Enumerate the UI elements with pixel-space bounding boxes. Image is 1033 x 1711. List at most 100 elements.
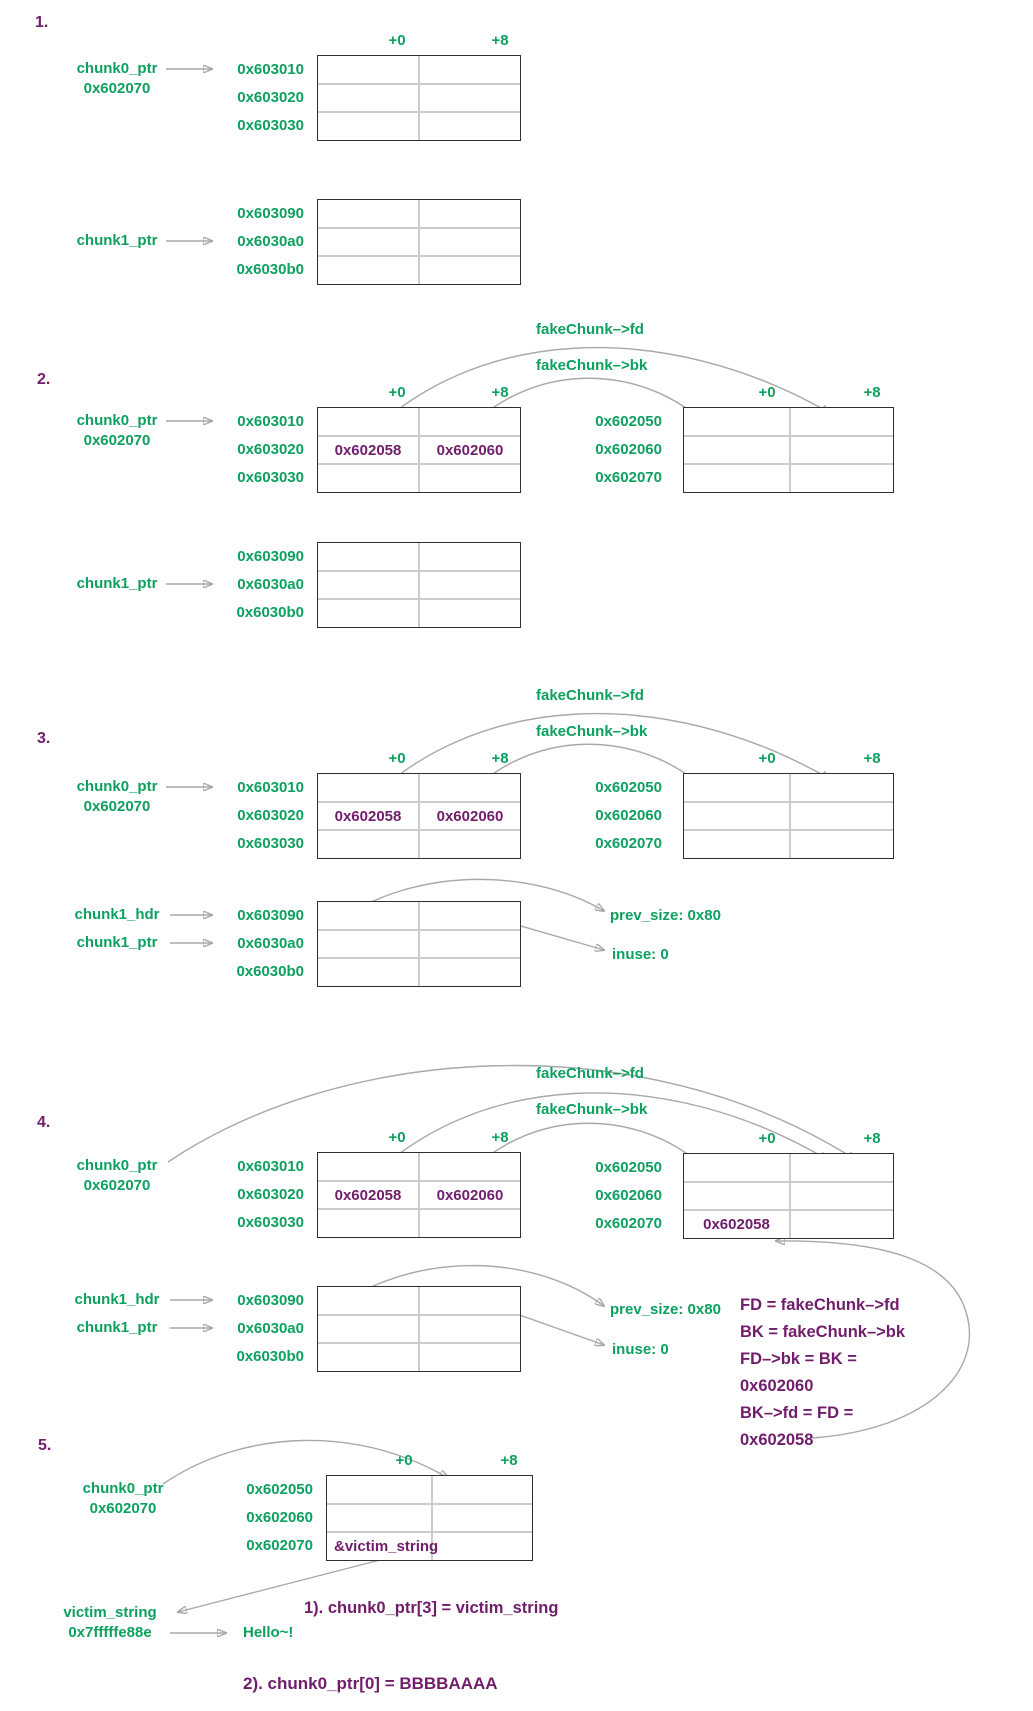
cell-value-fd: 0x602058 — [334, 442, 402, 459]
col-header-plus8: +8 — [491, 384, 509, 401]
cell-value-bk: 0x602060 — [436, 1187, 504, 1204]
address-label: 0x603020 — [237, 1186, 304, 1203]
section5-number: 5. — [38, 1437, 52, 1454]
cell-value-victim-string: &victim_string — [334, 1538, 439, 1555]
address-label: 0x602060 — [595, 441, 662, 458]
row-divider — [318, 435, 520, 437]
pointer-name: chunk0_ptr — [76, 778, 158, 795]
address-label: 0x6030a0 — [237, 576, 304, 593]
s4-fakechunk-bk-label: fakeChunk–>bk — [536, 1101, 648, 1118]
row-divider — [318, 801, 520, 803]
column-divider — [431, 1476, 433, 1560]
s3-inuse-annotation: inuse: 0 — [612, 946, 669, 963]
column-divider — [418, 774, 420, 858]
s4-inuse-annotation: inuse: 0 — [612, 1341, 669, 1358]
row-divider — [318, 463, 520, 465]
row-divider — [684, 1181, 893, 1183]
s4-chunk0-ptr-arc — [167, 1064, 856, 1163]
address-label: 0x603030 — [237, 469, 304, 486]
s2-fakechunk-memory-table: +0 +8 0x602050 0x602060 0x602070 — [595, 384, 894, 493]
unlink-note-line: FD–>bk = BK = — [740, 1350, 857, 1368]
s5-victim-string-label: victim_string 0x7fffffe88e — [45, 1603, 175, 1643]
row-divider — [318, 957, 520, 959]
pointer-address: 0x602070 — [83, 798, 151, 815]
col-header-plus0: +0 — [395, 1452, 413, 1469]
col-header-plus0: +0 — [388, 1129, 406, 1146]
s4-chunk0-memory-table: +0 +8 0x603010 0x603020 0x603030 0x60205… — [237, 1129, 521, 1238]
address-label: 0x603010 — [237, 413, 304, 430]
address-label: 0x6030a0 — [237, 233, 304, 250]
col-header-plus8: +8 — [491, 1129, 509, 1146]
col-header-plus8: +8 — [863, 384, 881, 401]
unlink-note-line: 0x602058 — [740, 1431, 814, 1449]
pointer-name: chunk1_ptr — [76, 1319, 158, 1336]
column-divider — [789, 408, 791, 492]
pointer-name: chunk0_ptr — [76, 412, 158, 429]
s5-step2-annotation: 2). chunk0_ptr[0] = BBBBAAAA — [243, 1674, 498, 1693]
address-label: 0x602060 — [595, 807, 662, 824]
s2-chunk0-pointer-label: chunk0_ptr 0x602070 — [52, 411, 182, 451]
s2-chunk0-memory-table: +0 +8 0x603010 0x603020 0x603030 0x60205… — [237, 384, 521, 493]
s1-chunk1-memory-table: 0x603090 0x6030a0 0x6030b0 — [236, 199, 521, 285]
s3-fakechunk-memory-table: +0 +8 0x602050 0x602060 0x602070 — [595, 750, 894, 859]
row-divider — [318, 1180, 520, 1182]
pointer-address: 0x602070 — [89, 1500, 157, 1517]
address-label: 0x602050 — [595, 1159, 662, 1176]
section4-number: 4. — [37, 1114, 51, 1131]
address-label: 0x602070 — [246, 1537, 313, 1554]
pointer-name: chunk1_hdr — [74, 1291, 160, 1308]
section1-number: 1. — [35, 14, 49, 31]
address-label: 0x6030b0 — [236, 1348, 304, 1365]
address-label: 0x603030 — [237, 1214, 304, 1231]
pointer-address: 0x602070 — [83, 1177, 151, 1194]
address-label: 0x603010 — [237, 1158, 304, 1175]
address-label: 0x603090 — [237, 907, 304, 924]
address-label: 0x602050 — [595, 779, 662, 796]
address-label: 0x6030b0 — [236, 261, 304, 278]
unlink-note-line: FD = fakeChunk–>fd — [740, 1296, 900, 1314]
pointer-name: chunk1_hdr — [74, 906, 160, 923]
s2-fakechunk-bk-label: fakeChunk–>bk — [536, 357, 648, 374]
column-divider — [789, 774, 791, 858]
s1-chunk0-pointer-label: chunk0_ptr 0x602070 — [52, 59, 182, 99]
address-label: 0x603020 — [237, 89, 304, 106]
s2-fakechunk-fd-label: fakeChunk–>fd — [536, 321, 644, 338]
s1-chunk1-pointer-label: chunk1_ptr — [52, 231, 182, 251]
s4-chunk1-ptr-label: chunk1_ptr — [52, 1318, 182, 1338]
pointer-address: 0x602070 — [83, 432, 151, 449]
row-divider — [684, 435, 893, 437]
s5-step1-annotation: 1). chunk0_ptr[3] = victim_string — [304, 1599, 559, 1617]
s2-chunk1-memory-table: 0x603090 0x6030a0 0x6030b0 — [236, 542, 521, 628]
s5-victim-memory-table: +0 +8 0x602050 0x602060 0x602070 &victim… — [246, 1452, 533, 1561]
row-divider — [318, 1342, 520, 1344]
s3-chunk1-hdr-label: chunk1_hdr — [52, 905, 182, 925]
s4-unlink-note: FD = fakeChunk–>fd BK = fakeChunk–>bk FD… — [740, 1292, 905, 1454]
address-label: 0x603090 — [237, 205, 304, 222]
address-label: 0x602070 — [595, 835, 662, 852]
column-divider — [418, 1153, 420, 1237]
col-header-plus8: +8 — [500, 1452, 518, 1469]
pointer-name: victim_string — [63, 1604, 157, 1621]
column-divider — [418, 408, 420, 492]
address-label: 0x6030a0 — [237, 1320, 304, 1337]
pointer-address: 0x602070 — [83, 80, 151, 97]
s2-chunk1-pointer-label: chunk1_ptr — [52, 574, 182, 594]
cell-value-fd: 0x602058 — [334, 808, 402, 825]
address-label: 0x602070 — [595, 1215, 662, 1232]
address-label: 0x602060 — [246, 1509, 313, 1526]
col-header-plus8: +8 — [491, 32, 509, 49]
address-label: 0x602050 — [246, 1481, 313, 1498]
col-header-plus0: +0 — [758, 750, 776, 767]
pointer-name: chunk1_ptr — [76, 934, 158, 951]
address-label: 0x6030b0 — [236, 963, 304, 980]
col-header-plus0: +0 — [388, 32, 406, 49]
s1-chunk0-memory-table: +0 +8 0x603010 0x603020 0x603030 — [237, 32, 521, 141]
address-label: 0x6030a0 — [237, 935, 304, 952]
address-label: 0x603030 — [237, 117, 304, 134]
pointer-name: chunk1_ptr — [76, 232, 158, 249]
col-header-plus8: +8 — [491, 750, 509, 767]
cell-value-written: 0x602058 — [703, 1216, 770, 1233]
row-divider — [684, 829, 893, 831]
address-label: 0x6030b0 — [236, 604, 304, 621]
